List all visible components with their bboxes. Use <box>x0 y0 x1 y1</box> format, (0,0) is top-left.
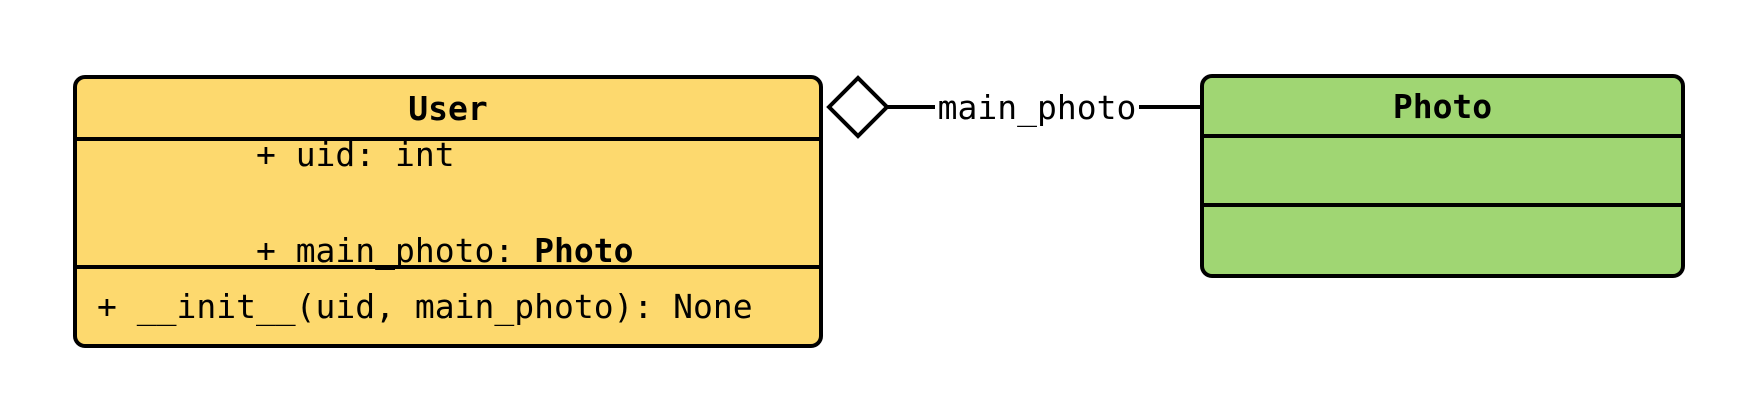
photo-class-methods <box>1204 207 1681 274</box>
method-init: + __init__(uid, main_photo): None <box>97 286 753 326</box>
attribute-main-photo-prefix: + main_photo: <box>255 231 535 270</box>
photo-class-attributes <box>1204 138 1681 207</box>
relation-label: main_photo <box>937 87 1137 127</box>
user-class-title: User <box>408 88 488 128</box>
photo-class-title: Photo <box>1392 86 1493 126</box>
photo-class-header: Photo <box>1204 78 1681 138</box>
attribute-uid: + uid: int <box>97 107 819 203</box>
attribute-uid-text: + uid: int <box>255 135 455 174</box>
attribute-main-photo: + main_photo: Photo <box>97 203 819 299</box>
user-class-box: User + uid: int + main_photo: Photo + __… <box>73 75 823 348</box>
aggregation-diamond-icon <box>826 75 890 139</box>
user-class-header: User <box>77 79 819 141</box>
photo-class-box: Photo <box>1200 74 1685 278</box>
user-class-methods: + __init__(uid, main_photo): None <box>77 269 819 344</box>
user-class-attributes: + uid: int + main_photo: Photo <box>77 138 819 269</box>
attribute-main-photo-type: Photo <box>534 231 634 270</box>
